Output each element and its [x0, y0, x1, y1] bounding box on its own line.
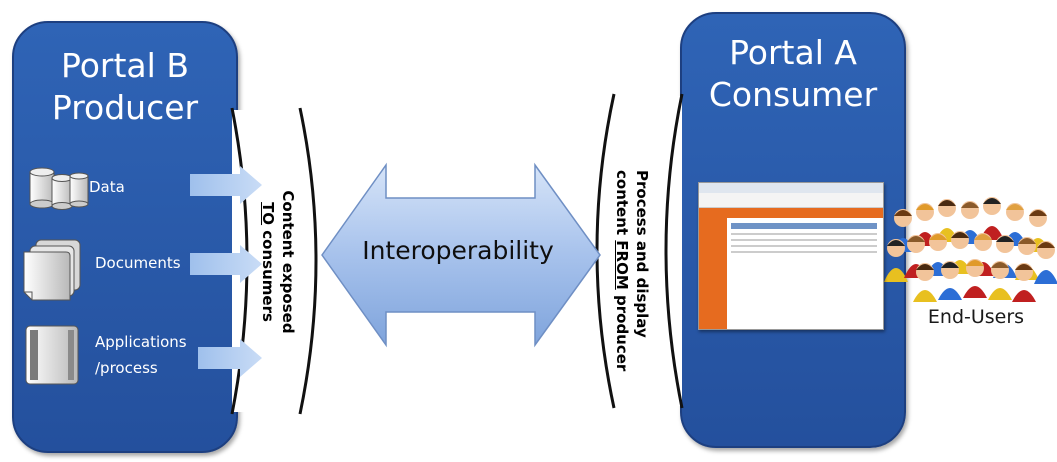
browser-toolbar	[699, 183, 883, 193]
end-users-crowd-icon	[884, 197, 1057, 302]
producer-interface-text: Content exposed TO consumers	[259, 190, 297, 334]
data-arrow	[190, 166, 262, 204]
interoperability-double-arrow	[321, 162, 601, 348]
documents-label: Documents	[95, 254, 181, 272]
portal-a-title: Portal A	[729, 33, 857, 72]
portal-content-row	[731, 251, 877, 253]
documents-arrow	[190, 245, 262, 283]
data-label: Data	[89, 178, 125, 196]
portal-header-bar	[699, 208, 883, 218]
consumer-title: Consumer	[708, 75, 878, 114]
producer-title: Producer	[51, 88, 199, 127]
database-icon	[29, 167, 89, 210]
portal-content-row	[731, 245, 877, 247]
portal-screenshot-thumbnail	[698, 182, 884, 330]
end-users-label: End-Users	[927, 306, 1025, 328]
browser-address-bar	[699, 193, 883, 208]
portal-b-title: Portal B	[61, 46, 189, 85]
interoperability-label: Interoperability	[362, 236, 554, 265]
portal-content-row	[731, 233, 877, 235]
documents-icon	[23, 239, 81, 301]
applications-arrow	[198, 339, 262, 377]
portal-content-row	[731, 239, 877, 241]
process-label: /process	[95, 359, 158, 377]
portal-content-header	[731, 223, 877, 229]
application-window-icon	[25, 325, 79, 385]
portal-sidebar	[699, 218, 727, 329]
applications-label: Applications	[95, 333, 187, 351]
consumer-interface-text: Process and display content FROM produce…	[613, 170, 651, 372]
